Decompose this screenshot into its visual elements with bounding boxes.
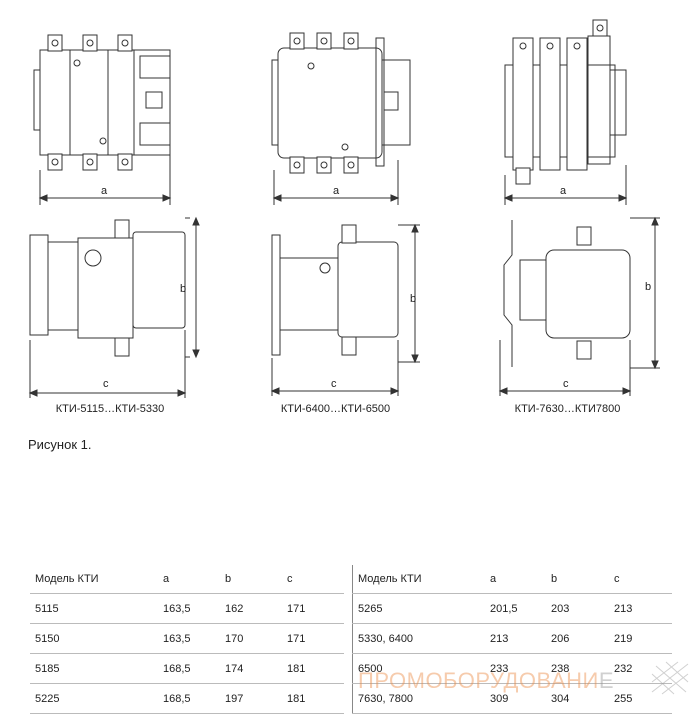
svg-text:c: c <box>103 378 109 390</box>
table-row: 5265 201,5 203 213 <box>352 593 672 624</box>
contactor-2-front-view: a <box>271 32 411 205</box>
contactor-2-side-view: b c <box>270 223 420 396</box>
cell-a: 309 <box>485 683 546 714</box>
cell-b: 206 <box>546 623 609 654</box>
svg-text:c: c <box>563 378 569 390</box>
table-row: 5115 163,5 162 171 <box>30 593 344 624</box>
cell-c: 171 <box>282 593 344 624</box>
table-header-row: Модель КТИ a b c <box>30 565 344 594</box>
cell-c: 181 <box>282 653 344 684</box>
header-b: b <box>546 565 609 594</box>
table-row: 5330, 6400 213 206 219 <box>352 623 672 654</box>
cell-model: 5265 <box>352 593 485 624</box>
cell-c: 213 <box>609 593 672 624</box>
cell-c: 219 <box>609 623 672 654</box>
cell-b: 304 <box>546 683 609 714</box>
contactor-1-side-view: b c <box>28 216 200 398</box>
cell-b: 174 <box>220 653 282 684</box>
cell-model: 6500 <box>352 653 485 684</box>
table-row: 5185 168,5 174 181 <box>30 653 344 684</box>
header-a: a <box>485 565 546 594</box>
cell-b: 197 <box>220 683 282 714</box>
header-c: c <box>282 565 344 594</box>
figure-label: Рисунок 1. <box>28 437 92 452</box>
header-a: a <box>158 565 220 594</box>
cell-c: 171 <box>282 623 344 654</box>
cell-a: 168,5 <box>158 653 220 684</box>
cell-model: 5115 <box>30 593 158 624</box>
cell-a: 213 <box>485 623 546 654</box>
contactor-3-side-view: b c <box>498 216 660 396</box>
technical-drawings: a b c a <box>28 19 660 398</box>
watermark-grid-icon <box>651 661 689 695</box>
dimensions-table-left: Модель КТИ a b c 5115 163,5 162 171 5150… <box>30 565 344 714</box>
table-row: 5150 163,5 170 171 <box>30 623 344 654</box>
header-b: b <box>220 565 282 594</box>
cell-a: 201,5 <box>485 593 546 624</box>
cell-a: 163,5 <box>158 593 220 624</box>
cell-model: 5225 <box>30 683 158 714</box>
contactor-3-front-view: a <box>503 19 628 205</box>
svg-text:a: a <box>101 185 108 197</box>
cell-b: 170 <box>220 623 282 654</box>
header-c: c <box>609 565 672 594</box>
svg-text:a: a <box>333 185 340 197</box>
header-model: Модель КТИ <box>352 565 485 594</box>
dimensions-table-right: Модель КТИ a b c 5265 201,5 203 213 5330… <box>352 565 672 714</box>
cell-c: 255 <box>609 683 672 714</box>
cell-c: 181 <box>282 683 344 714</box>
caption-model-range-1: КТИ-5115…КТИ-5330 <box>55 403 165 415</box>
contactor-1-front-view: a <box>33 34 172 205</box>
cell-model: 5185 <box>30 653 158 684</box>
table-row: 5225 168,5 197 181 <box>30 683 344 714</box>
table-row: 7630, 7800 309 304 255 <box>352 683 672 714</box>
table-header-row: Модель КТИ a b c <box>352 565 672 594</box>
svg-text:b: b <box>180 283 186 295</box>
cell-model: 5330, 6400 <box>352 623 485 654</box>
svg-text:a: a <box>560 185 567 197</box>
caption-model-range-3: КТИ-7630…КТИ7800 <box>514 403 621 415</box>
svg-text:c: c <box>331 378 337 390</box>
cell-model: 7630, 7800 <box>352 683 485 714</box>
svg-text:b: b <box>410 293 416 305</box>
cell-model: 5150 <box>30 623 158 654</box>
cell-a: 163,5 <box>158 623 220 654</box>
cell-b: 238 <box>546 653 609 684</box>
cell-b: 162 <box>220 593 282 624</box>
cell-b: 203 <box>546 593 609 624</box>
header-model: Модель КТИ <box>30 565 158 594</box>
svg-text:b: b <box>645 281 651 293</box>
cell-a: 168,5 <box>158 683 220 714</box>
caption-model-range-2: КТИ-6400…КТИ-6500 <box>280 403 391 415</box>
table-row: 6500 233 238 232 <box>352 653 672 684</box>
cell-c: 232 <box>609 653 672 684</box>
cell-a: 233 <box>485 653 546 684</box>
